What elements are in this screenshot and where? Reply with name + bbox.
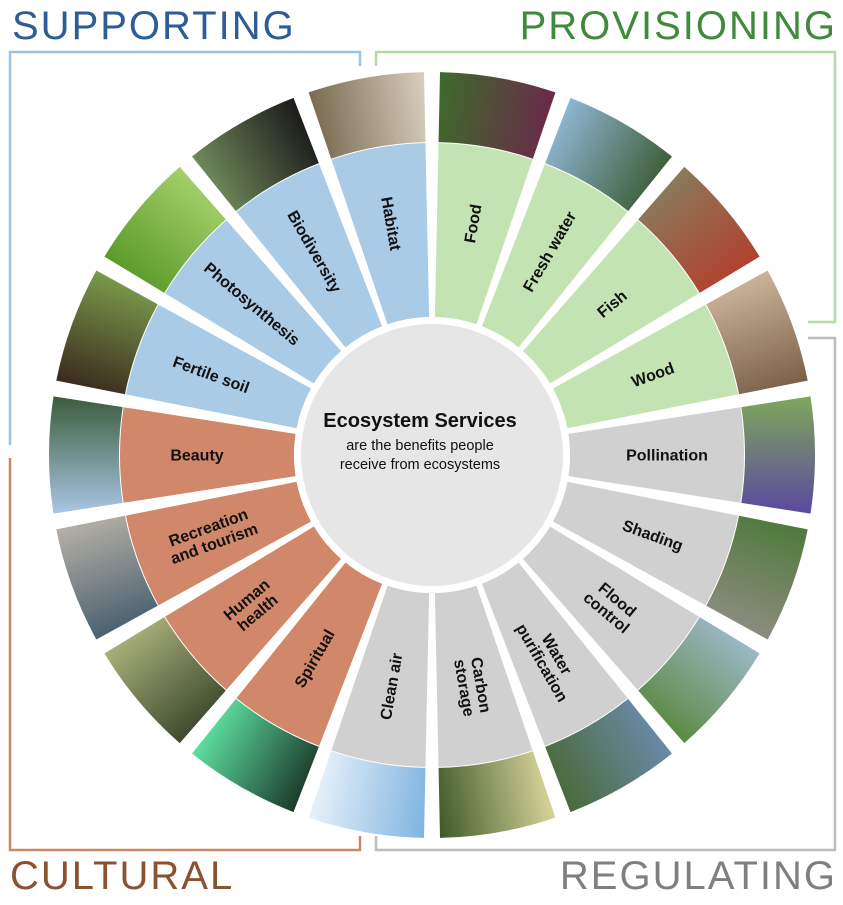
salmon-photo (638, 166, 760, 293)
spiritual-band (236, 562, 383, 746)
flood-control-band (522, 526, 699, 690)
forest-photo (438, 751, 556, 838)
segment-fish: Fish (522, 166, 760, 384)
center-disc (301, 324, 563, 586)
segment-water-purification: Waterpurification (481, 562, 672, 813)
pollination-label: Pollination (626, 448, 708, 465)
aurora-photo (192, 698, 319, 813)
forest-sitting-photo (104, 617, 226, 744)
water-purification-band (481, 562, 628, 746)
fertile-soil-band (125, 304, 312, 429)
food-label: Food (462, 203, 486, 244)
segment-pollination: Pollination (568, 396, 815, 514)
seedling-soil-photo (56, 270, 158, 395)
owl-photo (308, 72, 426, 159)
hikers-photo (56, 515, 158, 640)
segment-shading: Shading (552, 481, 808, 640)
fish-band (522, 220, 699, 384)
food-band (434, 143, 533, 325)
wood-band (552, 304, 739, 429)
segment-fresh-water: Fresh water (481, 97, 672, 348)
bee-flower-photo (741, 396, 815, 514)
sky-photo (308, 751, 426, 838)
human-health-band (165, 526, 342, 690)
pollination-band (568, 407, 745, 503)
regulating-title: REGULATING (559, 854, 837, 898)
segment-habitat: Habitat (308, 72, 430, 325)
tree-shade-photo (706, 515, 808, 640)
segment-recreation-and-tourism: Recreationand tourism (56, 481, 312, 640)
shading-band (552, 481, 739, 606)
supporting-title: SUPPORTING (12, 4, 296, 48)
provisioning-frame (374, 50, 837, 324)
pollination-label-line: Pollination (626, 448, 708, 465)
beauty-label-line: Beauty (170, 448, 223, 465)
segment-beauty: Beauty (49, 396, 296, 514)
black-bear-photo (192, 97, 319, 212)
carbon-storage-band (434, 585, 533, 767)
mountain-lake-photo (545, 97, 672, 212)
biodiversity-band (236, 164, 383, 348)
segment-flood-control: Floodcontrol (522, 526, 760, 744)
segment-wood: Wood (552, 270, 808, 429)
food-label-line: Food (462, 203, 486, 244)
segment-food: Food (434, 72, 556, 325)
green-leaf-photo (104, 166, 226, 293)
segment-carbon-storage: Carbonstorage (434, 585, 556, 838)
segment-human-health: Humanhealth (104, 526, 342, 744)
river-valley-photo (638, 617, 760, 744)
cultural-title: CULTURAL (10, 854, 235, 898)
lumber-photo (706, 270, 808, 395)
habitat-band (331, 143, 430, 325)
raspberries-photo (438, 72, 556, 159)
cultural-frame (8, 458, 362, 852)
provisioning-title: PROVISIONING (519, 4, 837, 48)
recreation-and-tourism-band (125, 481, 312, 606)
segment-biodiversity: Biodiversity (192, 97, 383, 348)
clean-air-band (331, 585, 430, 767)
beauty-band (119, 407, 296, 503)
supporting-frame (8, 50, 362, 445)
snowy-mountain-photo (49, 396, 123, 514)
segment-spiritual: Spiritual (192, 562, 383, 813)
fresh-water-band (481, 164, 628, 348)
segment-fertile-soil: Fertile soil (56, 270, 312, 429)
segment-clean-air: Clean air (308, 585, 430, 838)
regulating-frame (374, 336, 837, 852)
wetland-photo (545, 698, 672, 813)
photosynthesis-band (165, 220, 342, 384)
beauty-label: Beauty (170, 448, 223, 465)
